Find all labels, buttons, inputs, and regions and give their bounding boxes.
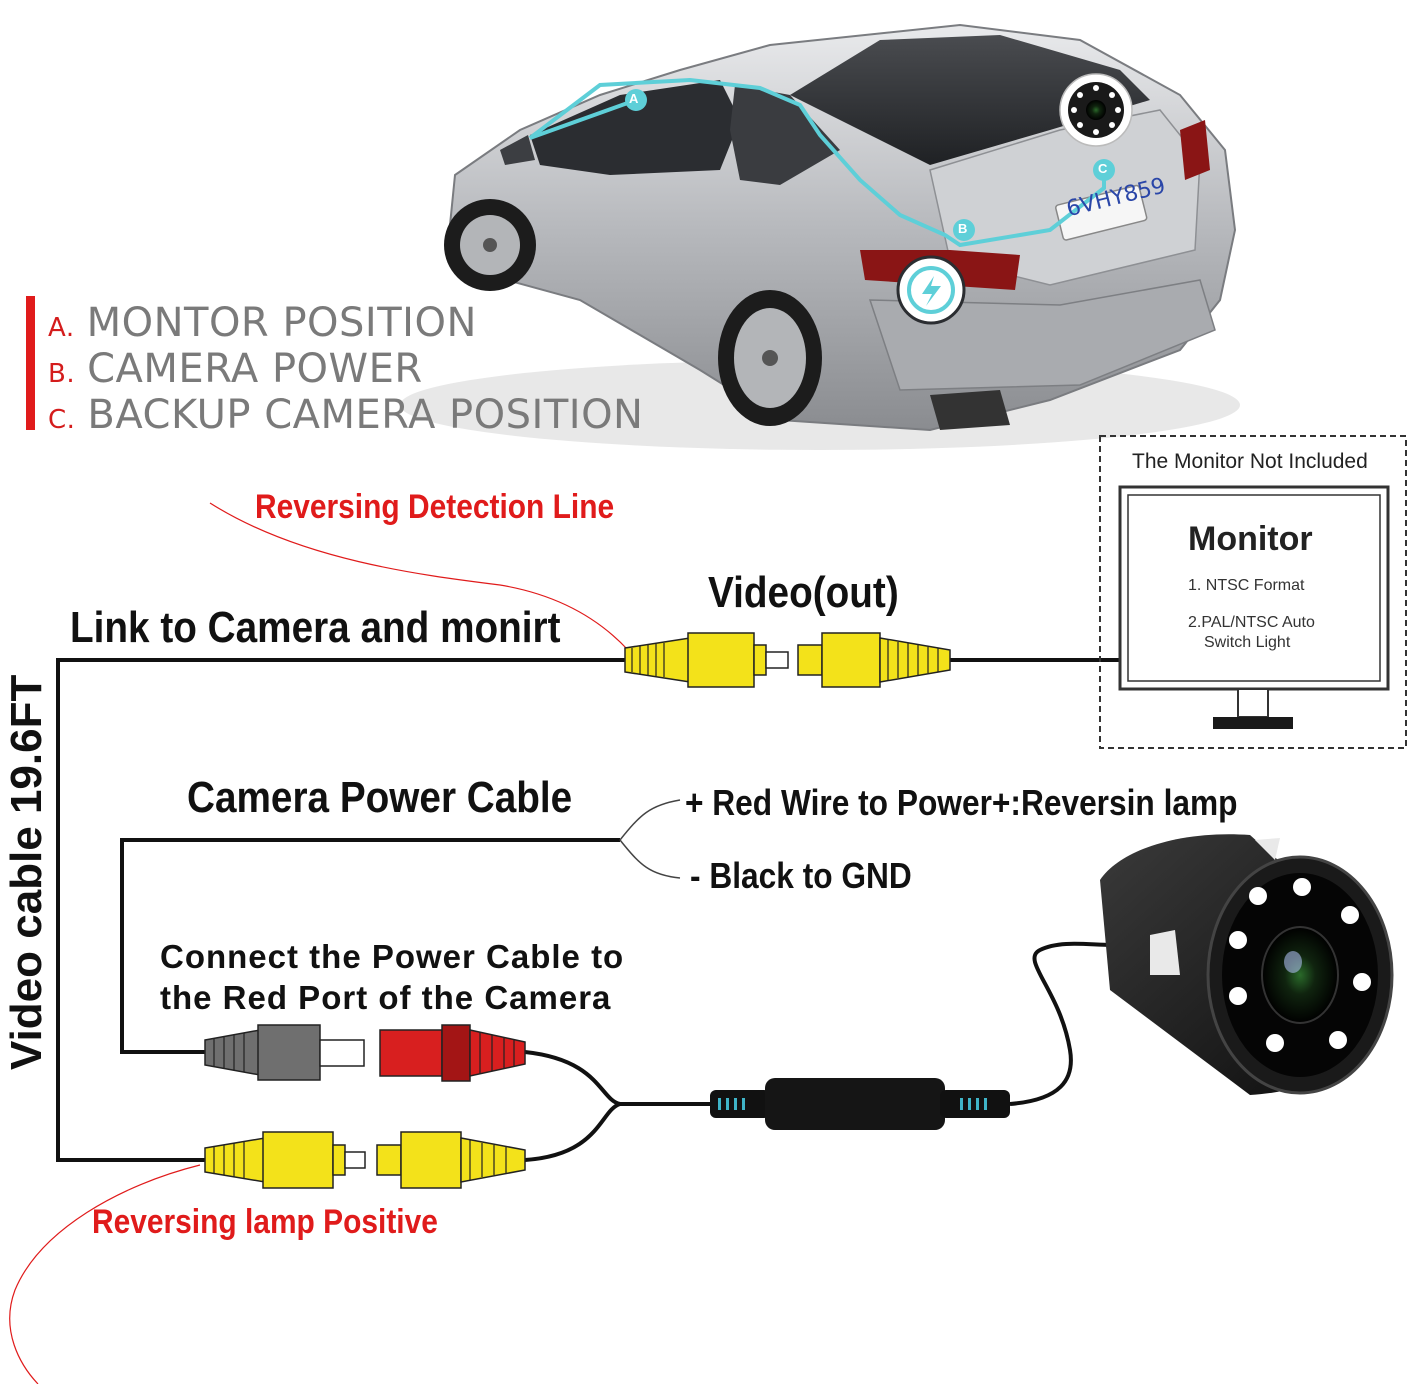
- connect-instruction-line2: the Red Port of the Camera: [160, 979, 612, 1016]
- connect-instruction-line1: Connect the Power Cable to: [160, 938, 625, 975]
- reversing-detection-line-label: Reversing Detection Line: [255, 488, 615, 526]
- legend-letter: C.: [48, 405, 76, 435]
- legend-item-c: C. BACKUP CAMERA POSITION: [48, 392, 643, 438]
- cable-junction: [710, 1078, 1010, 1130]
- power-connector-red: [379, 1024, 526, 1082]
- red-wire-label: + Red Wire to Power+:Reversin lamp: [685, 782, 1238, 823]
- monitor-spec-2-line1: 2.PAL/NTSC Auto: [1188, 614, 1315, 631]
- legend-text: MONTOR POSITION: [86, 300, 477, 346]
- monitor-spec-2-line2: Switch Light: [1204, 634, 1291, 651]
- monitor-illustration: [1099, 435, 1407, 749]
- reversing-lamp-positive-label: Reversing lamp Positive: [92, 1203, 438, 1241]
- legend-letter: A.: [48, 313, 75, 343]
- legend-accent-bar: [26, 296, 35, 430]
- monitor-title: Monitor: [1188, 520, 1313, 558]
- video-rca-male-bottom: [204, 1131, 366, 1189]
- reversing-lamp-line: [9, 1164, 201, 1384]
- power-connector-gray: [204, 1024, 365, 1081]
- marker-a: A: [629, 91, 639, 106]
- legend-letter: B.: [48, 359, 76, 389]
- black-wire-label: - Black to GND: [690, 855, 912, 896]
- video-out-label: Video(out): [708, 568, 899, 617]
- link-to-camera-label: Link to Camera and monirt: [70, 603, 561, 652]
- marker-b: B: [958, 221, 968, 236]
- video-rca-male-top: [624, 632, 789, 688]
- backup-camera-illustration: [1100, 834, 1394, 1095]
- monitor-spec-1: 1. NTSC Format: [1188, 577, 1305, 594]
- video-cable-length-label: Video cable 19.6FT: [2, 674, 51, 1070]
- cables: [56, 658, 1120, 1162]
- legend-text: CAMERA POWER: [87, 346, 423, 392]
- video-rca-female-top: [797, 632, 951, 688]
- monitor-not-included-note: The Monitor Not Included: [1132, 450, 1368, 473]
- camera-power-cable-label: Camera Power Cable: [187, 773, 573, 822]
- legend-item-a: A. MONTOR POSITION: [48, 300, 477, 346]
- legend-item-b: B. CAMERA POWER: [48, 346, 423, 392]
- reversing-detection-line: [209, 502, 629, 651]
- legend-text: BACKUP CAMERA POSITION: [87, 392, 644, 438]
- car-illustration: [400, 23, 1240, 450]
- video-rca-female-bottom: [376, 1131, 526, 1189]
- marker-c: C: [1098, 161, 1108, 176]
